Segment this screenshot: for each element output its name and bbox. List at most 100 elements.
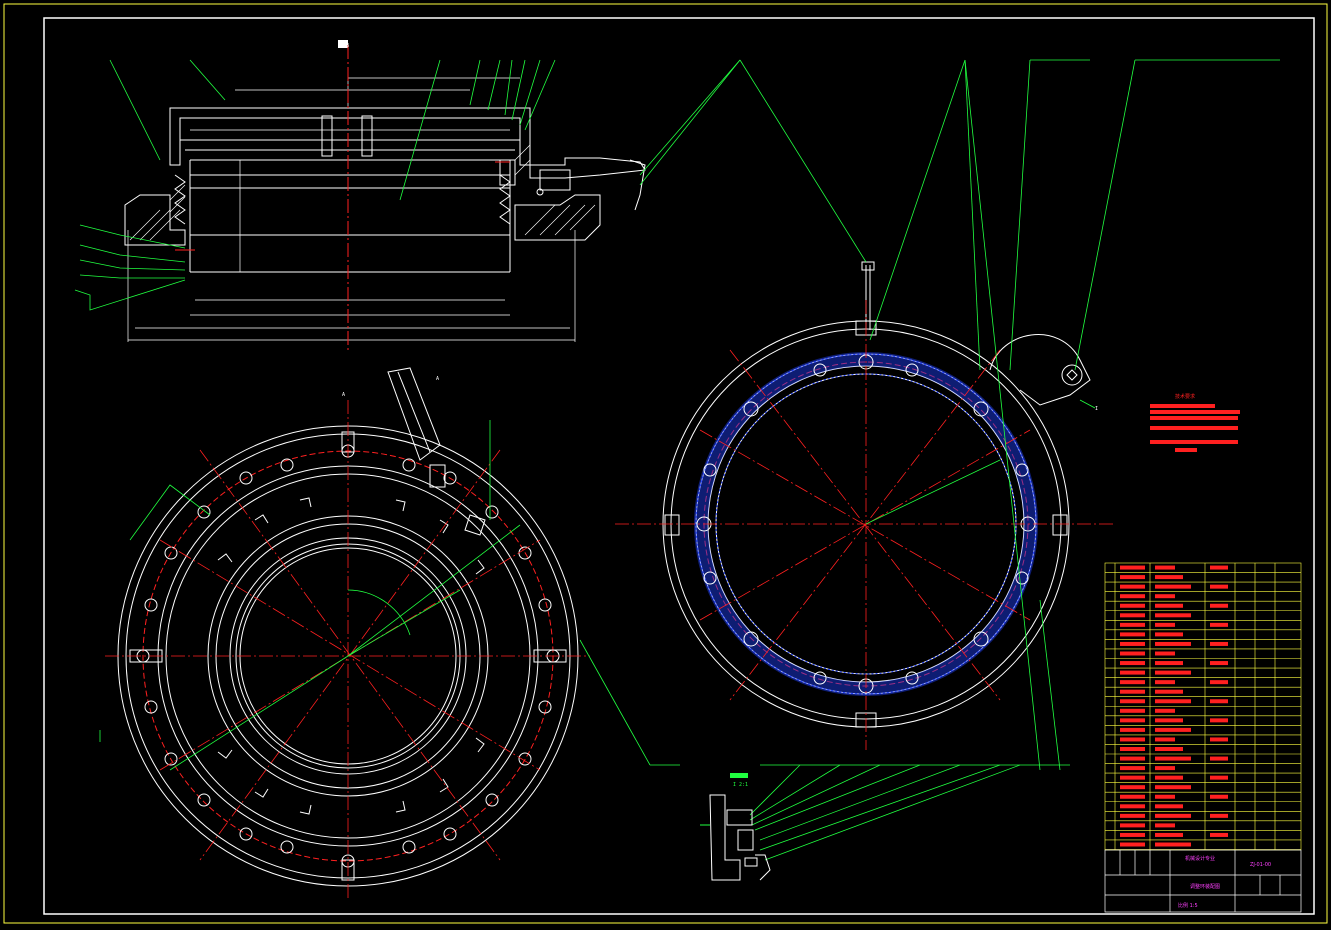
leaders-bottom	[650, 764, 1070, 861]
parts-list-cell-mark	[1120, 766, 1145, 771]
parts-list-cell-mark	[1155, 747, 1183, 751]
parts-list-cell-mark	[1120, 813, 1145, 818]
parts-list-cell-mark	[1155, 737, 1175, 742]
parts-list-cell-mark	[1120, 689, 1145, 694]
parts-list-cell-mark	[1210, 584, 1228, 589]
tech-note-1: 1. 装配前所有零件应清洗干净	[1152, 455, 1218, 462]
parts-list-cell-mark	[1120, 661, 1145, 666]
parts-list-cell-mark	[1120, 823, 1145, 828]
parts-list-cell-mark	[1120, 565, 1145, 570]
parts-list-cell-mark	[1210, 699, 1228, 704]
parts-list-cell-mark	[1210, 737, 1228, 742]
parts-list-cell-mark	[1155, 594, 1175, 599]
parts-list-cell-mark	[1120, 613, 1145, 618]
plan-view-right	[662, 261, 1091, 728]
parts-list-cell-mark	[1155, 794, 1175, 799]
parts-list-cell-mark	[1155, 670, 1191, 675]
leaders-top-section	[74, 59, 556, 311]
technical-notes: 技术要求 1. 装配前所有零件应清洗干净 2. 装配后转动灵活，无卡滞现象 3.…	[1150, 393, 1240, 480]
parts-list-cell-mark	[1155, 785, 1191, 790]
section-view-top	[124, 40, 646, 350]
parts-list-cell-mark	[1120, 641, 1145, 646]
parts-list-cell-mark	[1210, 565, 1228, 570]
parts-list-cell-mark	[1120, 775, 1145, 780]
parts-list-cell-mark	[1155, 632, 1183, 637]
parts-list-cell-mark	[1155, 718, 1183, 723]
parts-list-cell-mark	[1120, 632, 1145, 637]
parts-list-cell-mark	[1155, 651, 1175, 656]
parts-list	[1104, 562, 1302, 851]
parts-list-cell-mark	[1155, 565, 1175, 570]
tech-note-2: 2. 装配后转动灵活，无卡滞现象	[1152, 461, 1223, 468]
parts-list-cell-mark	[1155, 766, 1175, 771]
parts-list-cell-mark	[1210, 680, 1228, 685]
parts-list-cell-mark	[1120, 832, 1145, 837]
parts-list-cell-mark	[1120, 794, 1145, 799]
parts-list-cell-mark	[1155, 575, 1183, 580]
parts-list-cell-mark	[1155, 813, 1191, 818]
parts-list-cell-mark	[1155, 584, 1191, 589]
parts-list-cell-mark	[1120, 699, 1145, 704]
parts-list-cell-mark	[1120, 842, 1145, 847]
centerlines-left	[105, 400, 590, 900]
centerlines-right	[615, 300, 1115, 750]
parts-list-cell-mark	[1120, 680, 1145, 685]
parts-list-cell-mark	[1210, 813, 1228, 818]
sheet-outer-border	[3, 3, 1328, 924]
parts-list-cell-mark	[1210, 756, 1228, 761]
parts-list-cell-mark	[1155, 661, 1183, 666]
parts-list-cell-mark	[1120, 603, 1145, 608]
tech-notes-heading: 技术要求	[1175, 393, 1195, 400]
parts-list-cell-mark	[1120, 622, 1145, 627]
parts-list-cell-mark	[1120, 651, 1145, 656]
tech-note-3: 3. 各密封处不得有渗漏	[1152, 467, 1203, 474]
parts-list-cell-mark	[1120, 584, 1145, 589]
parts-list-cell-mark	[1210, 794, 1228, 799]
parts-list-cell-mark	[1155, 756, 1191, 761]
parts-list-cell-mark	[1120, 747, 1145, 751]
tech-note-4: 4. 未注明尺寸按相关标准	[1152, 473, 1208, 480]
detail-view	[700, 773, 771, 881]
parts-list-cell-mark	[1155, 823, 1175, 828]
parts-list-cell-mark	[1210, 718, 1228, 723]
parts-list-cell-mark	[1210, 603, 1228, 608]
parts-list-cell-mark	[1210, 775, 1228, 780]
parts-list-cell-mark	[1155, 832, 1183, 837]
parts-list-cell-mark	[1155, 727, 1191, 732]
parts-list-cell-mark	[1155, 689, 1183, 694]
view-label-a: A	[436, 376, 439, 382]
parts-list-cell-mark	[1120, 804, 1145, 809]
parts-list-cell-mark	[1155, 680, 1175, 685]
parts-list-cell-mark	[1210, 832, 1228, 837]
radial-dims-left	[99, 420, 651, 771]
parts-list-cell-mark	[1210, 641, 1228, 646]
parts-list-cell-mark	[1155, 842, 1191, 847]
detail-scale-label: I 2:1	[733, 782, 748, 788]
parts-list-cell-mark	[1120, 594, 1145, 599]
title-block-drawing-number: ZJ-01-00	[1250, 862, 1271, 868]
parts-list-cell-mark	[1120, 727, 1145, 732]
parts-list-cell-mark	[1120, 756, 1145, 761]
sheet-inner-border	[43, 17, 1315, 915]
parts-list-cell-mark	[1120, 785, 1145, 790]
view-label-bottom: A	[342, 392, 345, 398]
section-label-box	[338, 40, 348, 48]
bolt-holes-left	[136, 444, 560, 868]
detail-label: I	[1095, 406, 1098, 412]
title-block-drawing-title: 调整环装配图	[1190, 883, 1220, 890]
parts-list-cell-mark	[1155, 775, 1183, 780]
title-block-material: 比例 1:5	[1178, 902, 1198, 909]
parts-list-cell-mark	[1155, 613, 1191, 618]
parts-list-cell-mark	[1155, 603, 1183, 608]
parts-list-cell-mark	[1120, 575, 1145, 580]
parts-list-cell-mark	[1155, 804, 1183, 809]
section-label: B-B	[340, 43, 349, 49]
parts-list-cell-mark	[1210, 661, 1228, 666]
parts-list-cell-mark	[1120, 737, 1145, 742]
title-block-school: 机械设计专业	[1185, 855, 1215, 862]
parts-list-cell-mark	[1120, 718, 1145, 723]
parts-list-cell-mark	[1155, 708, 1175, 713]
parts-list-cell-mark	[1155, 699, 1191, 704]
parts-list-cell-mark	[1210, 622, 1228, 627]
